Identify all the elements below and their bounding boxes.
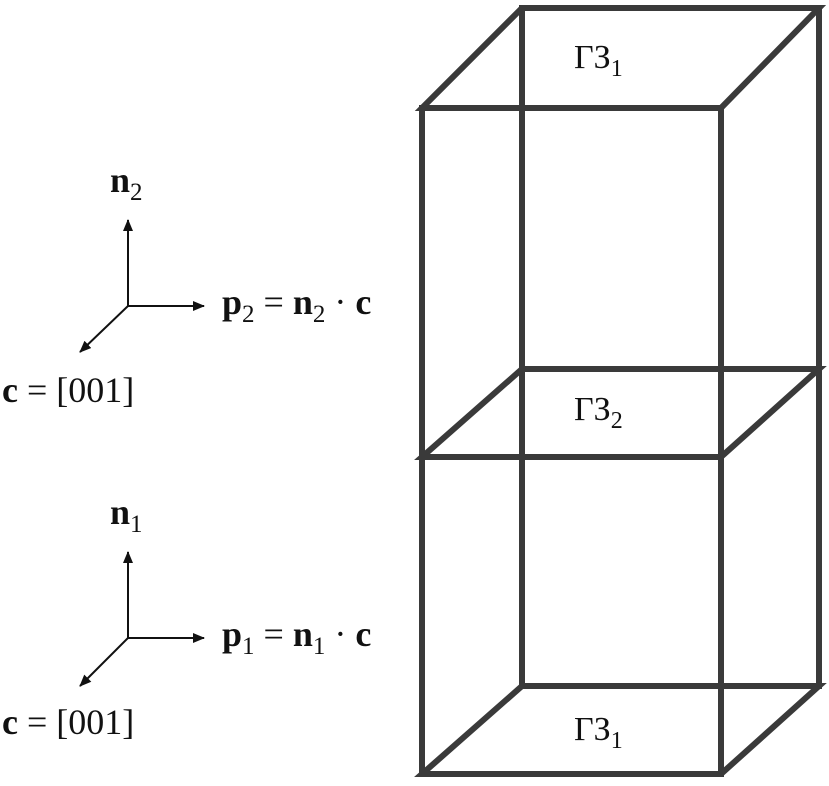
upper-p-equals: =	[255, 282, 293, 322]
lower-p-n-subscript: 1	[313, 633, 326, 660]
region-middle-symbol: ΓЗ	[574, 391, 611, 428]
region-top-symbol: ΓЗ	[574, 39, 611, 76]
lower-p-equals: =	[255, 614, 293, 654]
upper-n-subscript: 2	[130, 179, 143, 206]
upper-p-label: p2 = n2 · c	[222, 282, 371, 328]
upper-n-symbol: n	[110, 160, 130, 200]
lower-n-label: n1	[110, 492, 143, 538]
upper-c-symbol: c	[2, 370, 18, 410]
axes-lower: n1 p1 = n1 · c c = [001]	[2, 492, 371, 742]
lower-n-subscript: 1	[130, 511, 143, 538]
lower-p-symbol: p	[222, 614, 242, 654]
region-label-middle: ΓЗ2	[574, 391, 623, 434]
lower-p-c-symbol: c	[355, 614, 371, 654]
region-bottom-subscript: 1	[611, 728, 623, 754]
upper-p-subscript: 2	[242, 301, 255, 328]
upper-n-label: n2	[110, 160, 143, 206]
lower-c-symbol: c	[2, 702, 18, 742]
lower-n-symbol: n	[110, 492, 130, 532]
upper-p-n-subscript: 2	[313, 301, 326, 328]
upper-p-symbol: p	[222, 282, 242, 322]
lower-p-subscript: 1	[242, 633, 255, 660]
lower-p-dot: ·	[325, 614, 355, 654]
region-label-top: ΓЗ1	[574, 39, 623, 82]
upper-p-n-symbol: n	[293, 282, 313, 322]
region-label-bottom: ΓЗ1	[574, 711, 623, 754]
upper-c-label: c = [001]	[2, 370, 134, 410]
lower-c-label: c = [001]	[2, 702, 134, 742]
upper-p-c-symbol: c	[355, 282, 371, 322]
lower-c-value: = [001]	[18, 702, 134, 742]
region-middle-subscript: 2	[611, 408, 623, 434]
upper-p-dot: ·	[325, 282, 355, 322]
wireframe-prism	[414, 5, 827, 777]
upper-c-value: = [001]	[18, 370, 134, 410]
upper-diag-arrow	[79, 305, 129, 353]
axes-upper: n2 p2 = n2 · c c = [001]	[2, 160, 371, 410]
region-bottom-symbol: ΓЗ	[574, 711, 611, 748]
lower-diag-arrow	[79, 637, 129, 687]
region-top-subscript: 1	[611, 56, 623, 82]
lower-p-label: p1 = n1 · c	[222, 614, 371, 660]
lower-p-n-symbol: n	[293, 614, 313, 654]
